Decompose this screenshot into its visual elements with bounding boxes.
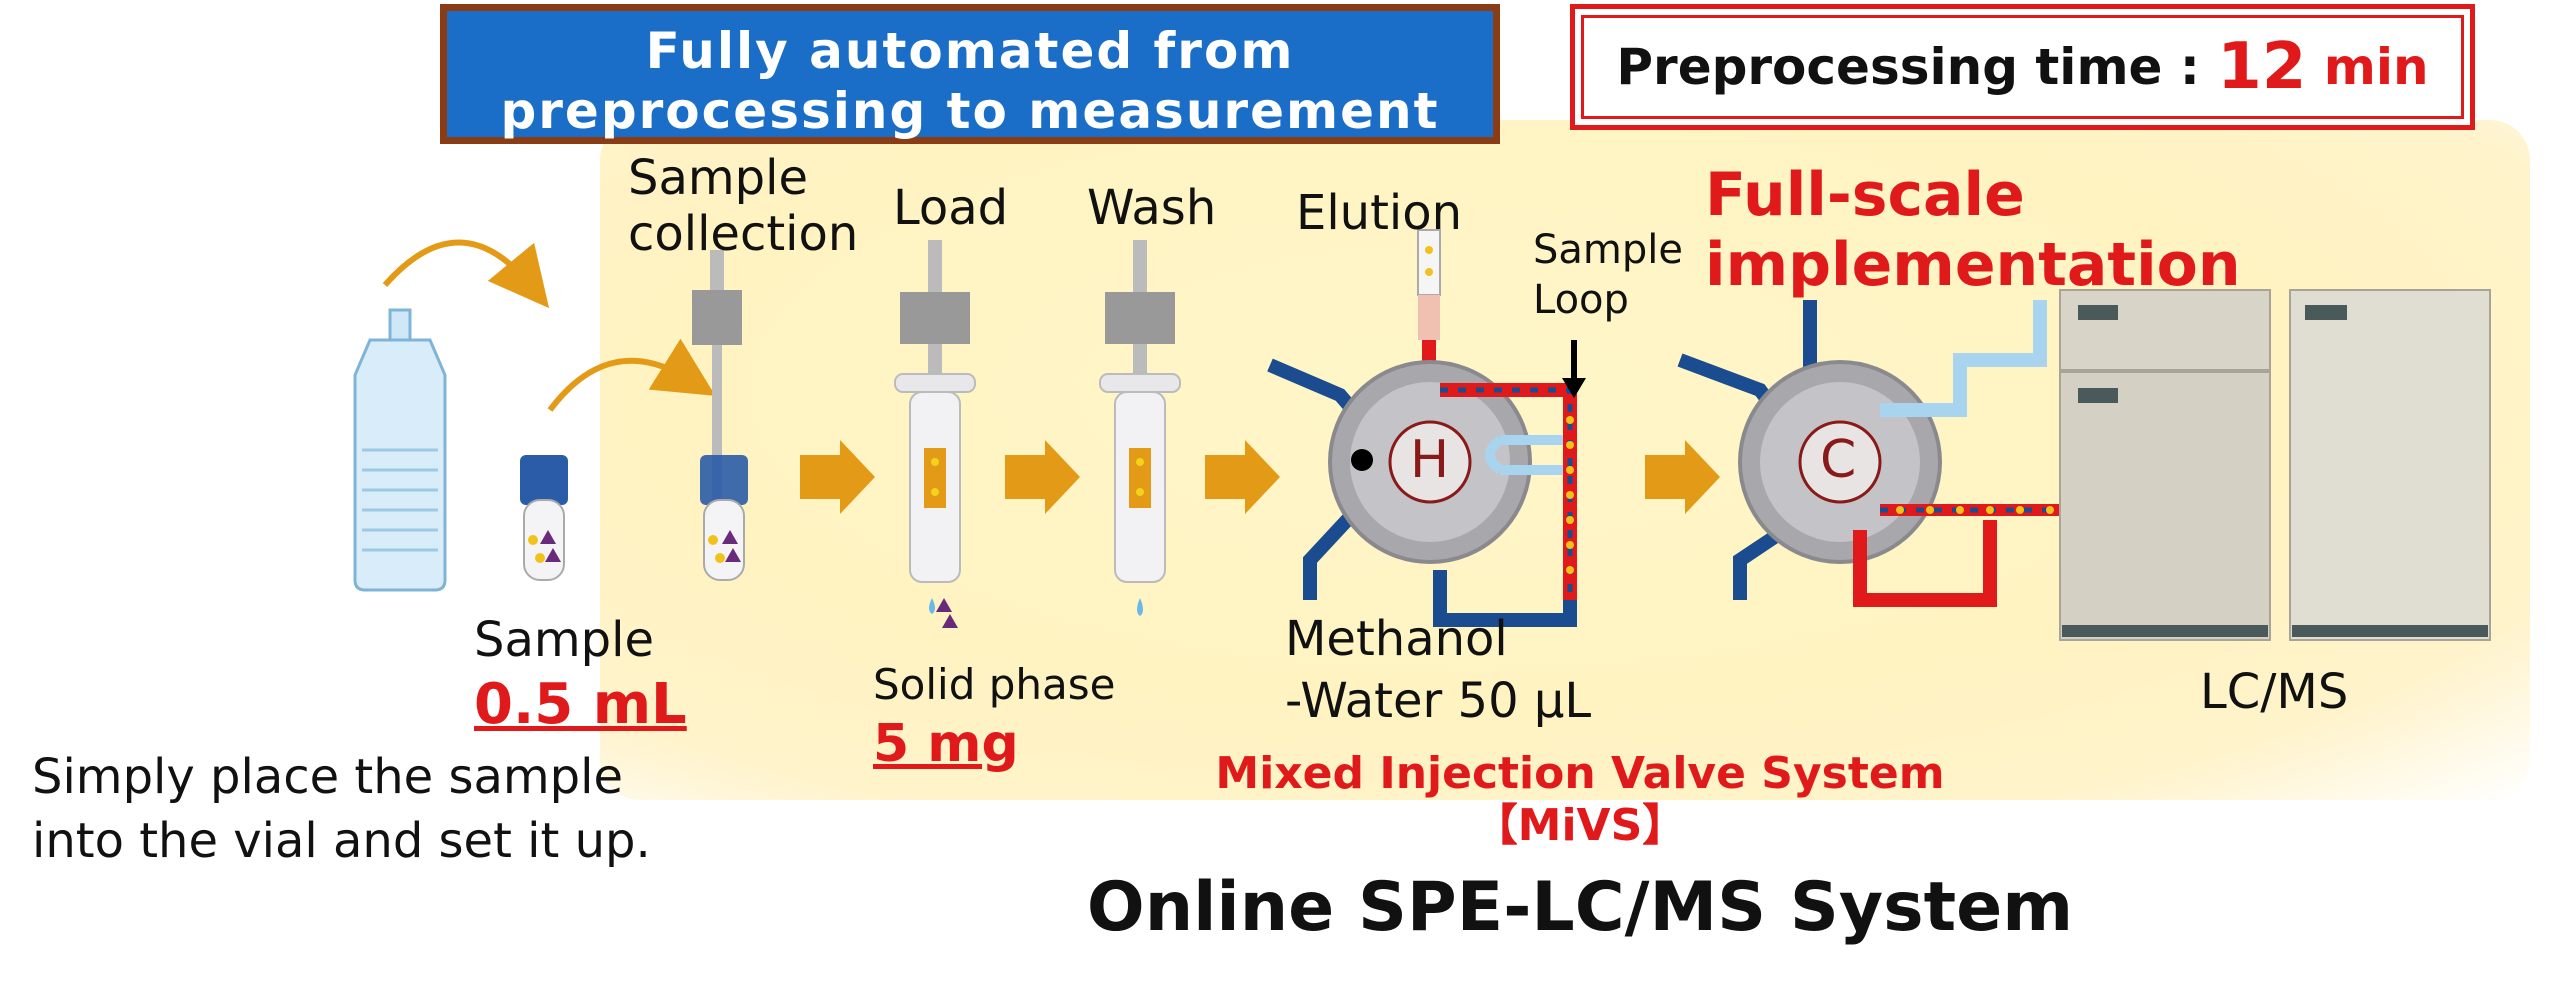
load-label: Load — [893, 180, 1009, 236]
solid-phase-label: Solid phase — [873, 660, 1116, 709]
step-arrow-2-icon — [1005, 440, 1080, 514]
time-label: Preprocessing time : — [1616, 38, 2218, 96]
mivs-label: Mixed Injection Valve System 【MiVS】 — [1000, 748, 2160, 852]
h-valve-icon — [1267, 340, 1586, 627]
preprocessing-time-box: Preprocessing time : 12 min — [1570, 4, 2475, 130]
sample-vial-icon — [520, 455, 568, 581]
mivs-line-1: Mixed Injection Valve System — [1215, 748, 1945, 799]
sample-loop-line-1: Sample — [1533, 227, 1683, 273]
methanol-line-2: -Water 50 µL — [1285, 673, 1592, 729]
instruction-line-2: into the vial and set it up. — [32, 813, 651, 869]
elution-label: Elution — [1296, 185, 1463, 241]
banner-line-1: Fully automated from — [645, 22, 1295, 80]
water-bottle-icon — [353, 308, 447, 592]
methanol-label: Methanol -Water 50 µL — [1285, 608, 1591, 732]
step-arrow-4-icon — [1645, 440, 1720, 514]
valve-h-letter: H — [1410, 430, 1450, 490]
time-unit: min — [2306, 38, 2429, 96]
lcms-instrument-icon — [2059, 289, 2491, 641]
sample-volume: 0.5 mL — [474, 672, 687, 737]
step-arrow-1-icon — [800, 440, 875, 514]
valve-c-letter: C — [1820, 430, 1857, 490]
solid-phase-amount: 5 mg — [873, 714, 1019, 774]
system-title: Online SPE-LC/MS System — [1086, 868, 2074, 947]
lcms-label: LC/MS — [2200, 664, 2349, 720]
automation-banner: Fully automated from preprocessing to me… — [440, 4, 1500, 144]
sample-collection-line-2: collection — [628, 206, 859, 262]
collection-needle-icon — [692, 250, 748, 581]
instruction-line-1: Simply place the sample — [32, 749, 623, 805]
mivs-line-2: 【MiVS】 — [1473, 800, 1687, 851]
sample-loop-line-2: Loop — [1533, 277, 1629, 323]
methanol-line-1: Methanol — [1285, 611, 1508, 667]
c-valve-icon — [1677, 300, 2250, 607]
sample-collection-label: Sample collection — [628, 150, 858, 262]
full-scale-label: Full-scale implementation — [1705, 160, 2241, 300]
wash-cartridge-icon — [1099, 240, 1181, 616]
load-cartridge-icon — [894, 240, 976, 628]
step-arrow-3-icon — [1205, 440, 1280, 514]
curved-arrow-2-icon — [547, 338, 716, 412]
sample-instruction: Simply place the sample into the vial an… — [32, 745, 651, 873]
sample-label: Sample — [474, 612, 654, 668]
time-value: 12 — [2217, 30, 2307, 104]
sample-loop-label: Sample Loop — [1533, 225, 1683, 325]
wash-label: Wash — [1087, 180, 1217, 236]
banner-line-2: preprocessing to measurement — [500, 82, 1440, 140]
sample-collection-line-1: Sample — [628, 150, 808, 206]
curved-arrow-1-icon — [382, 239, 550, 309]
